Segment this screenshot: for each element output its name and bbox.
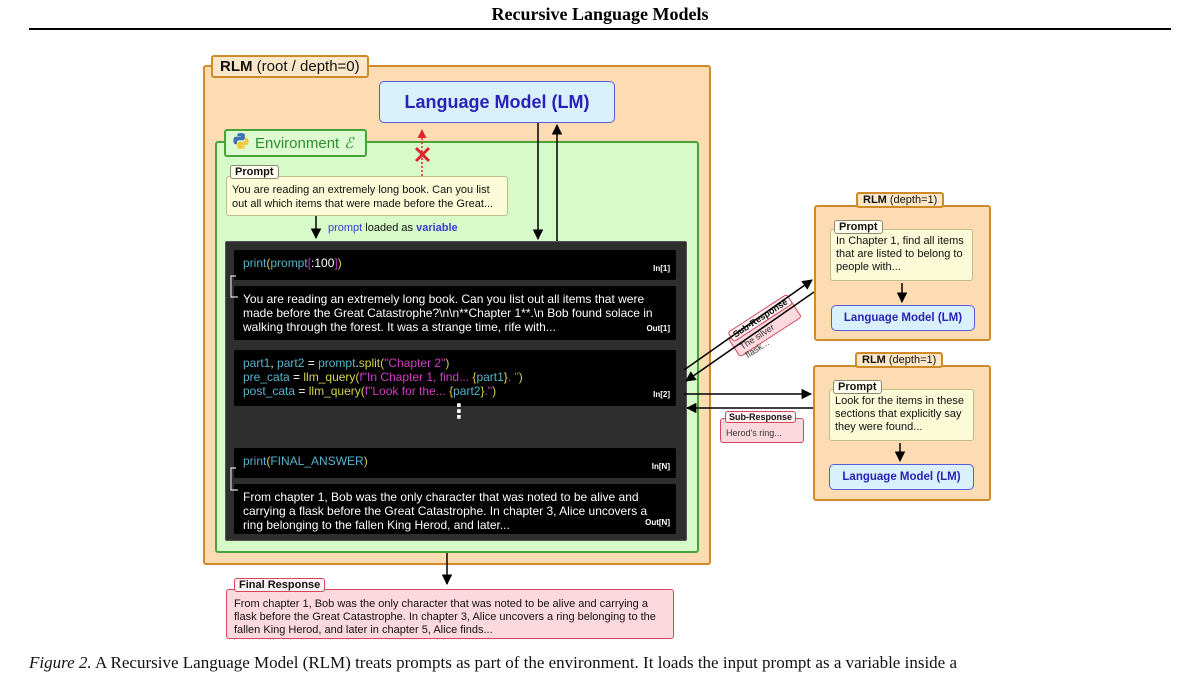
sub-rlm-2-prompt-box: Look for the items in these sections tha… (829, 389, 974, 441)
code-token: :100 (311, 256, 335, 270)
code-token: ( (266, 256, 271, 270)
code-line: pre_cata = llm_query(f"In Chapter 1, fin… (243, 370, 667, 384)
sub-rlm-2-tag: RLM (depth=1) (855, 352, 944, 368)
output-cell-out-n: From chapter 1, Bob was the only charact… (234, 484, 676, 534)
sub-response-1: The silver flask... Sub-Response (727, 293, 803, 360)
code-line: print(FINAL_ANSWER) (243, 454, 667, 468)
cell-label-out-n: Out[N] (645, 518, 670, 527)
prompt-loaded-label: prompt loaded as variable (328, 222, 458, 234)
code-token: print (243, 256, 267, 270)
code-cell-in-n: print(FINAL_ANSWER) In[N] (234, 448, 676, 478)
code-token: part1 (243, 356, 271, 370)
code-token: ) (518, 370, 523, 384)
code-token: pre_cata (243, 370, 290, 384)
root-prompt-text: You are reading an extremely long book. … (232, 184, 494, 210)
code-token: split (358, 356, 381, 370)
loaded-keyword: prompt (328, 222, 363, 234)
code-token: { (449, 384, 454, 398)
header-rule (29, 28, 1171, 30)
code-token: } (503, 370, 508, 384)
code-token: ] (334, 256, 338, 270)
code-token: f"Look for the... (364, 384, 450, 398)
sub-rlm-1-tag-bold: RLM (863, 194, 887, 206)
code-token: ( (380, 356, 385, 370)
code-token: part2 (453, 384, 481, 398)
sub-rlm-1-prompt-box: In Chapter 1, find all items that are li… (830, 229, 973, 281)
code-token: print (243, 454, 267, 468)
code-line: part1, part2 = prompt.split("Chapter 2") (243, 356, 667, 370)
code-cell-in-2: part1, part2 = prompt.split("Chapter 2")… (234, 350, 676, 406)
root-prompt-box: You are reading an extremely long book. … (226, 176, 508, 216)
vertical-ellipsis-icon: ⋮ (449, 401, 469, 423)
cell-label-in-1: In[1] (653, 264, 670, 273)
loaded-mid: loaded as (362, 222, 417, 234)
code-token: = (289, 370, 304, 384)
code-token: ( (355, 370, 360, 384)
code-token: FINAL_ANSWER (270, 454, 364, 468)
code-token: ." (484, 384, 493, 398)
code-token: ) (363, 454, 368, 468)
rlm-root-tag: RLM (root / depth=0) (211, 55, 369, 78)
code-token: } (480, 384, 485, 398)
code-token: . (355, 356, 359, 370)
code-token: ) (492, 384, 497, 398)
code-token: part1 (476, 370, 504, 384)
cell-label-in-2: In[2] (653, 390, 670, 399)
final-response-text: From chapter 1, Bob was the only charact… (234, 598, 656, 636)
figure-label: Figure 2. (29, 653, 92, 672)
sub-rlm-1-language-model-box: Language Model (LM) (831, 305, 975, 331)
environment-label: Environment (255, 134, 340, 152)
code-token: . " (507, 370, 519, 384)
code-token: = (304, 356, 319, 370)
code-token: ) (445, 356, 450, 370)
root-prompt-tag: Prompt (230, 165, 279, 179)
code-token: f"In Chapter 1, find... (359, 370, 473, 384)
caption-text: A Recursive Language Model (RLM) treats … (91, 653, 958, 672)
code-token: ( (360, 384, 365, 398)
code-token: llm_query (308, 384, 361, 398)
rlm-root-tag-bold: RLM (220, 58, 253, 75)
root-language-model-box: Language Model (LM) (379, 81, 615, 123)
code-token: , (270, 356, 278, 370)
sub-rlm-1-tag: RLM (depth=1) (856, 192, 945, 208)
cell-label-out-1: Out[1] (646, 324, 670, 333)
sub-rlm-1-prompt-text: In Chapter 1, find all items that are li… (836, 235, 964, 273)
figure-caption: Figure 2. A Recursive Language Model (RL… (29, 653, 1200, 673)
sub-rlm-2-tag-rest: (depth=1) (885, 354, 937, 366)
sub-response-2-tag: Sub-Response (725, 411, 797, 423)
code-token: [ (307, 256, 312, 270)
sub-rlm-1-tag-rest: (depth=1) (886, 194, 938, 206)
rlm-root-tag-rest: (root / depth=0) (252, 58, 360, 75)
code-token: ) (337, 256, 342, 270)
code-token: { (472, 370, 477, 384)
sub-rlm-2-tag-bold: RLM (862, 354, 886, 366)
code-token: llm_query (303, 370, 356, 384)
sub-response-2-text: Herod's ring... (726, 428, 782, 438)
code-line: print(prompt[:100]) (243, 256, 667, 270)
code-cell-in-1: print(prompt[:100]) In[1] (234, 250, 676, 280)
final-response-tag: Final Response (234, 578, 326, 592)
code-line: post_cata = llm_query(f"Look for the... … (243, 384, 667, 398)
environment-tag: Environment ℰ (224, 129, 367, 157)
output-text: From chapter 1, Bob was the only charact… (243, 490, 648, 532)
loaded-variable: variable (416, 222, 458, 234)
code-token: "Chapter 2" (384, 356, 446, 370)
code-token: = (295, 384, 309, 398)
final-response-box: From chapter 1, Bob was the only charact… (226, 589, 674, 639)
sub-rlm-2-prompt-text: Look for the items in these sections tha… (835, 395, 965, 433)
code-token: post_cata (243, 384, 296, 398)
cell-label-in-n: In[N] (651, 462, 670, 471)
sub-rlm-2-prompt-tag: Prompt (833, 380, 882, 394)
code-token: prompt (318, 356, 356, 370)
code-token: part2 (277, 356, 305, 370)
output-cell-out-1: You are reading an extremely long book. … (234, 286, 676, 340)
code-token: prompt (270, 256, 308, 270)
python-logo-icon (232, 132, 250, 154)
environment-symbol: ℰ (344, 134, 354, 152)
page-header-title: Recursive Language Models (491, 4, 709, 24)
sub-rlm-2-language-model-box: Language Model (LM) (829, 464, 974, 490)
sub-rlm-1-prompt-tag: Prompt (834, 220, 883, 234)
code-token: ( (266, 454, 271, 468)
output-text: You are reading an extremely long book. … (243, 292, 653, 334)
